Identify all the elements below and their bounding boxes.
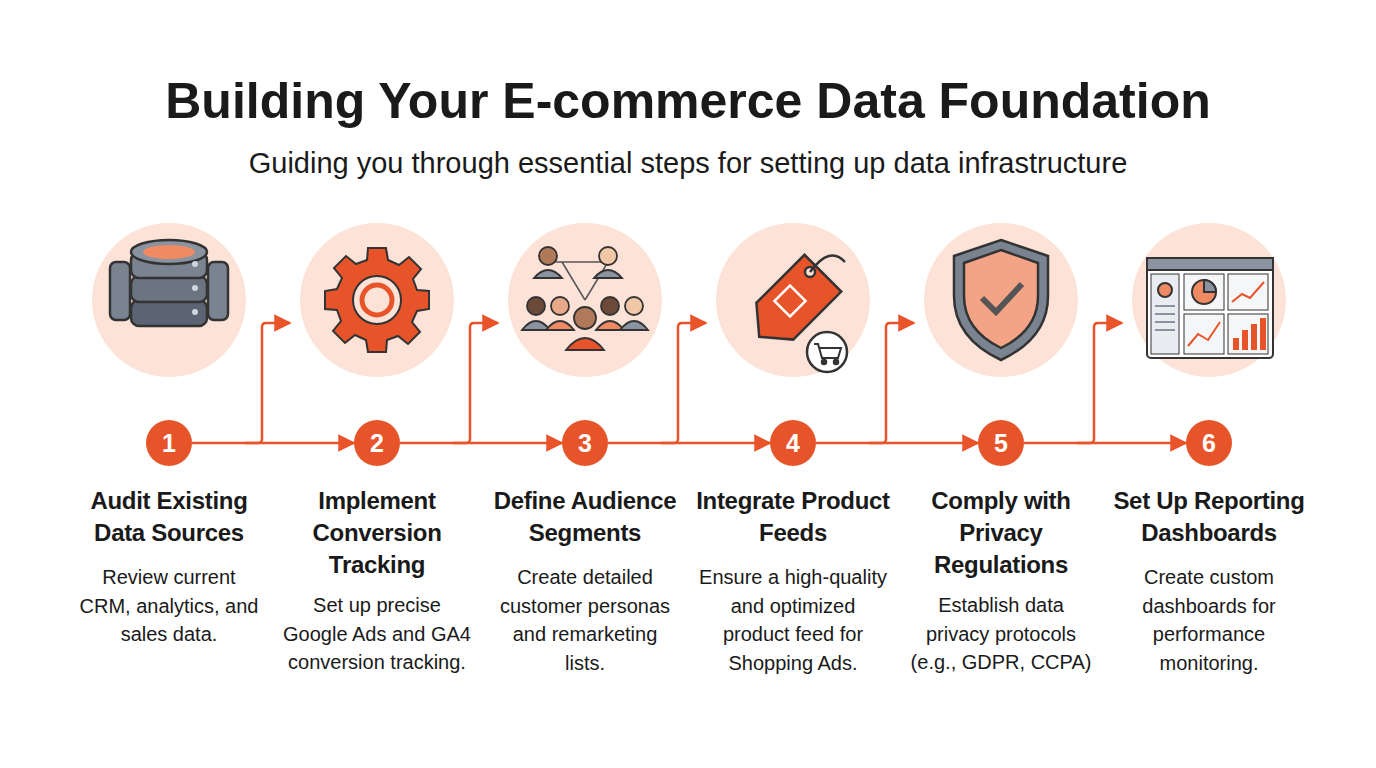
flow-connector: [1024, 442, 1186, 445]
step-number: 1: [146, 420, 192, 466]
people-icon: [522, 247, 648, 350]
flow-connector: [816, 442, 978, 445]
step-number: 2: [354, 420, 400, 466]
step-number-text: 6: [1202, 429, 1216, 458]
tag-icon: [741, 255, 847, 372]
icon-circles: [92, 223, 1286, 377]
step-heading: Audit Existing Data Sources: [69, 485, 269, 549]
flow-connector: [192, 442, 354, 445]
flow-connector: [400, 442, 562, 445]
gear-icon: [325, 248, 429, 352]
step-heading: Set Up Reporting Dashboards: [1109, 485, 1309, 549]
step-number: 6: [1186, 420, 1232, 466]
step-heading: Integrate Product Feeds: [693, 485, 893, 549]
step-number-text: 2: [370, 429, 384, 458]
step-number-text: 5: [994, 429, 1008, 458]
step-description: Set up precise Google Ads and GA4 conver…: [282, 591, 472, 677]
step-heading: Implement Conversion Tracking: [277, 485, 477, 581]
database-icon: [110, 240, 228, 326]
step-number-text: 1: [162, 429, 176, 458]
title: Building Your E-commerce Data Foundation: [0, 72, 1376, 130]
step-description: Ensure a high-quality and optimized prod…: [698, 563, 888, 677]
step-heading: Comply with Privacy Regulations: [901, 485, 1101, 581]
dashboard-icon: [1147, 258, 1273, 358]
step-description: Review current CRM, analytics, and sales…: [74, 563, 264, 649]
step-heading: Define Audience Segments: [485, 485, 685, 549]
step-number-text: 3: [578, 429, 592, 458]
flow-connector: [608, 442, 770, 445]
step-number: 5: [978, 420, 1024, 466]
step-description: Establish data privacy protocols (e.g., …: [906, 591, 1096, 677]
step-number: 3: [562, 420, 608, 466]
subtitle: Guiding you through essential steps for …: [0, 147, 1376, 180]
shield-icon: [954, 240, 1048, 360]
step-number: 4: [770, 420, 816, 466]
step-number-text: 4: [786, 429, 800, 458]
step-description: Create custom dashboards for performance…: [1114, 563, 1304, 677]
step-description: Create detailed customer personas and re…: [490, 563, 680, 677]
